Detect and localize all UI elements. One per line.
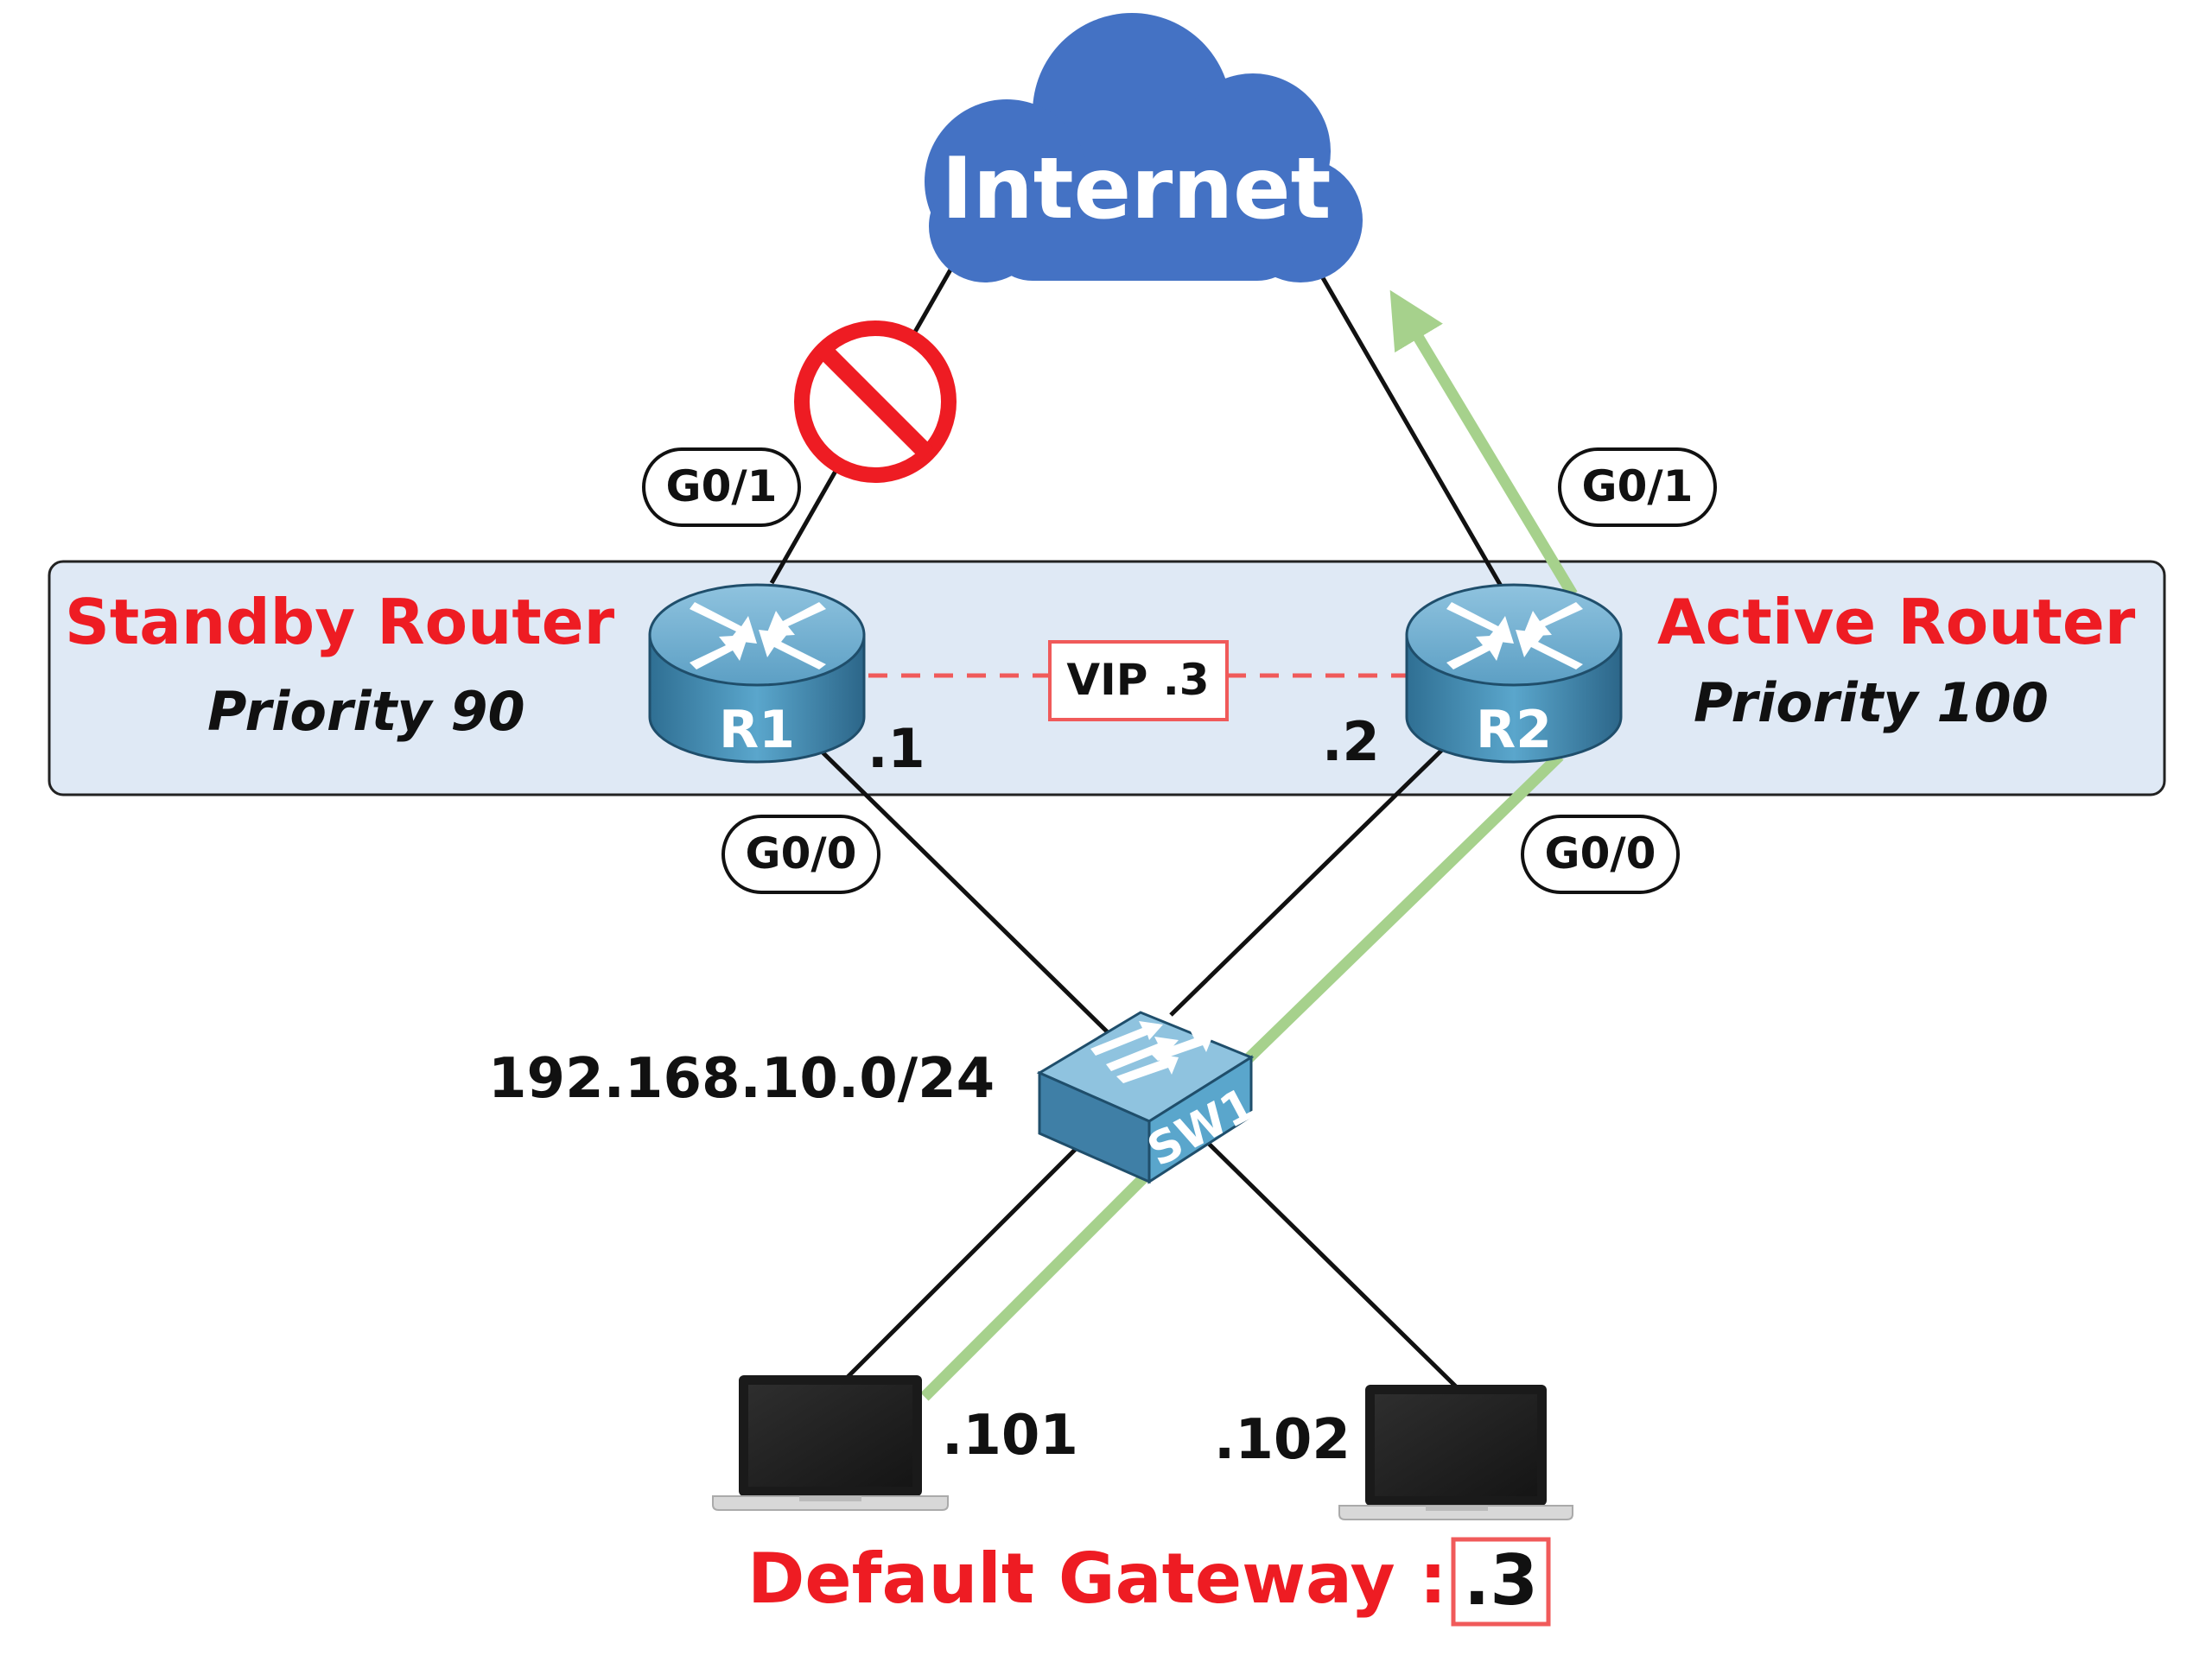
network-links — [769, 257, 1504, 1393]
gateway-label: Default Gateway : — [747, 1539, 1447, 1619]
cloud-icon — [925, 13, 1363, 282]
standby-priority: Priority 90 — [207, 680, 525, 743]
laptop-host2: .102 — [1214, 1385, 1573, 1520]
traffic-sw1-r2 — [1240, 752, 1564, 1067]
pill-r1-g00: G0/0 — [721, 815, 880, 894]
r1-name: R1 — [719, 700, 795, 760]
r2-upper-interface: G0/1 — [1582, 461, 1694, 511]
default-gateway: Default Gateway : .3 — [747, 1537, 1551, 1627]
internet-label: Internet — [942, 140, 1332, 238]
link-r1-sw1 — [817, 747, 1112, 1037]
r1-ip: .1 — [868, 717, 925, 780]
pill-r1-g01: G0/1 — [642, 447, 801, 527]
standby-role: Standby Router — [65, 586, 615, 658]
traffic-path — [920, 289, 1578, 1401]
pill-r2-g00: G0/0 — [1521, 815, 1680, 894]
traffic-r2-internet — [1389, 289, 1578, 598]
switch-sw1: SW1 — [1036, 1011, 1264, 1184]
active-priority: Priority 100 — [1694, 671, 2049, 734]
internet-cloud: Internet — [925, 13, 1363, 282]
laptop-host1: .101 — [712, 1375, 1078, 1511]
subnet-label: 192.168.10.0/24 — [488, 1047, 995, 1111]
link-r2-sw1 — [1169, 747, 1445, 1017]
gateway-value: .3 — [1464, 1540, 1538, 1621]
link-sw1-host2 — [1204, 1139, 1462, 1393]
traffic-host1-sw1 — [920, 1172, 1149, 1401]
link-sw1-host1 — [841, 1139, 1086, 1384]
r2-lower-interface: G0/0 — [1545, 828, 1656, 879]
blocked-icon — [794, 320, 957, 483]
laptop-icon — [712, 1375, 949, 1511]
pill-r2-g01: G0/1 — [1558, 447, 1717, 527]
switch-icon — [1036, 1011, 1255, 1184]
host1-ip: .101 — [942, 1404, 1078, 1468]
r2-name: R2 — [1476, 700, 1552, 760]
vip-label: VIP .3 — [1066, 655, 1209, 705]
router-icon — [1405, 583, 1623, 764]
laptop-icon — [1338, 1385, 1573, 1520]
active-role: Active Router — [1657, 586, 2136, 658]
vip-box: VIP .3 — [1048, 640, 1229, 721]
host2-ip: .102 — [1214, 1408, 1351, 1472]
link-r2-internet — [1319, 275, 1504, 589]
router-r2: R2 — [1405, 583, 1623, 764]
gateway-value-box — [1451, 1537, 1551, 1627]
r1-lower-interface: G0/0 — [746, 828, 857, 879]
router-r1: R1 — [648, 583, 866, 764]
router-icon — [648, 583, 866, 764]
r2-ip: .2 — [1322, 710, 1380, 773]
r1-upper-interface: G0/1 — [666, 461, 778, 511]
